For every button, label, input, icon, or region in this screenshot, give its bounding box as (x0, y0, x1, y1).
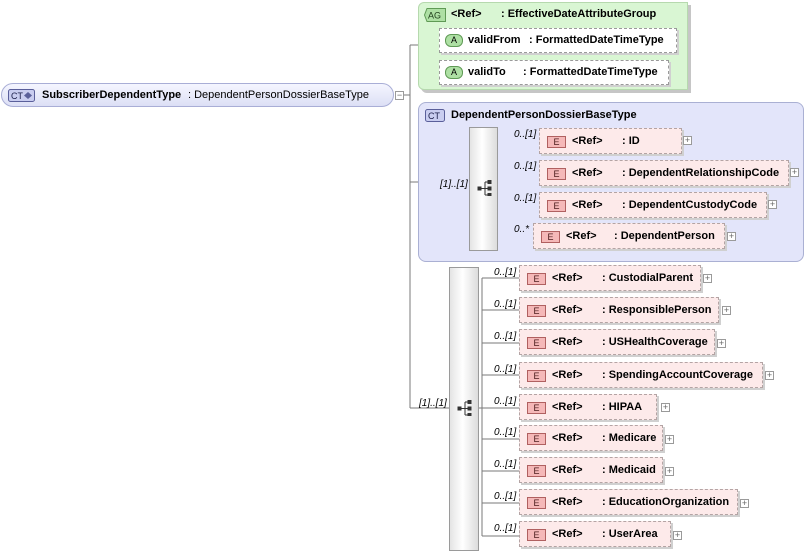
cardinality-label: 0..[1] (494, 331, 517, 342)
cardinality-label: 0..[1] (514, 193, 537, 204)
expand-element-button[interactable]: + (722, 305, 731, 315)
expand-element-button[interactable]: + (717, 338, 726, 348)
element-icon: E (527, 465, 546, 477)
element-icon: E (527, 402, 546, 414)
complex-type-icon: CT (425, 109, 445, 122)
cardinality-label: 0..[1] (494, 396, 517, 407)
complex-type-icon: CT (8, 89, 35, 102)
expand-element-button[interactable]: + (768, 199, 777, 209)
element-icon: E (547, 136, 566, 148)
expand-element-button[interactable]: + (703, 273, 712, 283)
ag-badge-text: AG (428, 11, 441, 21)
collapse-root-button[interactable]: − (395, 90, 404, 100)
cardinality-label: 0..[1] (494, 267, 517, 278)
element-icon: E (547, 200, 566, 212)
cardinality-label: 0..[1] (494, 491, 517, 502)
ag-type: : EffectiveDateAttributeGroup (501, 8, 657, 20)
element-dependent-relationship-code[interactable]: E <Ref> : DependentRelationshipCode (539, 160, 789, 186)
cardinality-label: 0..[1] (494, 459, 517, 470)
cardinality-label: 0..[1] (494, 299, 517, 310)
main-sequence-cardinality: [1]..[1] (419, 398, 447, 409)
cardinality-label: 0..[1] (494, 427, 517, 438)
cardinality-label: 0..[1] (494, 523, 517, 534)
element-icon: E (527, 370, 546, 382)
root-badge-text: CT (11, 91, 23, 101)
attribute-icon: A (445, 34, 463, 47)
element-user-area[interactable]: E <Ref> : UserArea (519, 521, 671, 547)
expand-element-button[interactable]: + (665, 466, 674, 476)
sequence-icon (457, 400, 472, 416)
cardinality-label: 0..* (514, 224, 530, 235)
attribute-valid-to[interactable]: A validTo : FormattedDateTimeType (439, 60, 669, 85)
cardinality-label: 0..[1] (514, 161, 537, 172)
base-type-name: DependentPersonDossierBaseType (451, 109, 637, 121)
cardinality-label: 0..[1] (494, 364, 517, 375)
attribute-valid-from[interactable]: A validFrom : FormattedDateTimeType (439, 28, 677, 53)
expand-element-button[interactable]: + (665, 434, 674, 444)
sequence-icon (477, 180, 492, 196)
root-name: SubscriberDependentType (42, 89, 182, 101)
expand-element-button[interactable]: + (727, 231, 736, 241)
attribute-icon: A (445, 66, 463, 79)
element-icon: E (527, 433, 546, 445)
element-icon: E (527, 337, 546, 349)
element-spending-account-coverage[interactable]: E <Ref> : SpendingAccountCoverage (519, 362, 763, 388)
element-icon: E (541, 231, 560, 243)
expand-element-button[interactable]: + (740, 498, 749, 508)
base-sequence-cardinality: [1]..[1] (440, 179, 468, 190)
element-hipaa[interactable]: E <Ref> : HIPAA (519, 394, 657, 420)
element-dependent-custody-code[interactable]: E <Ref> : DependentCustodyCode (539, 192, 767, 218)
element-dependent-person[interactable]: E <Ref> : DependentPerson (533, 223, 725, 249)
element-id[interactable]: E <Ref> : ID (539, 128, 682, 154)
element-icon: E (547, 168, 566, 180)
root-complex-type[interactable]: CT SubscriberDependentType : DependentPe… (1, 83, 394, 107)
attribute-group-icon: AG (424, 8, 446, 22)
element-medicare[interactable]: E <Ref> : Medicare (519, 425, 663, 451)
expand-element-button[interactable]: + (790, 167, 799, 177)
element-custodial-parent[interactable]: E <Ref> : CustodialParent (519, 265, 701, 291)
expand-element-button[interactable]: + (683, 135, 692, 145)
element-icon: E (527, 497, 546, 509)
element-medicaid[interactable]: E <Ref> : Medicaid (519, 457, 663, 483)
root-type: : DependentPersonDossierBaseType (188, 89, 369, 101)
base-badge-text: CT (428, 111, 440, 121)
expand-element-button[interactable]: + (661, 402, 670, 412)
expand-element-button[interactable]: + (765, 370, 774, 380)
element-icon: E (527, 273, 546, 285)
ag-ref: <Ref> (451, 8, 482, 20)
element-icon: E (527, 529, 546, 541)
cardinality-label: 0..[1] (514, 129, 537, 140)
element-us-health-coverage[interactable]: E <Ref> : USHealthCoverage (519, 329, 715, 355)
element-responsible-person[interactable]: E <Ref> : ResponsiblePerson (519, 297, 719, 323)
element-icon: E (527, 305, 546, 317)
expand-element-button[interactable]: + (673, 530, 682, 540)
element-education-organization[interactable]: E <Ref> : EducationOrganization (519, 489, 738, 515)
